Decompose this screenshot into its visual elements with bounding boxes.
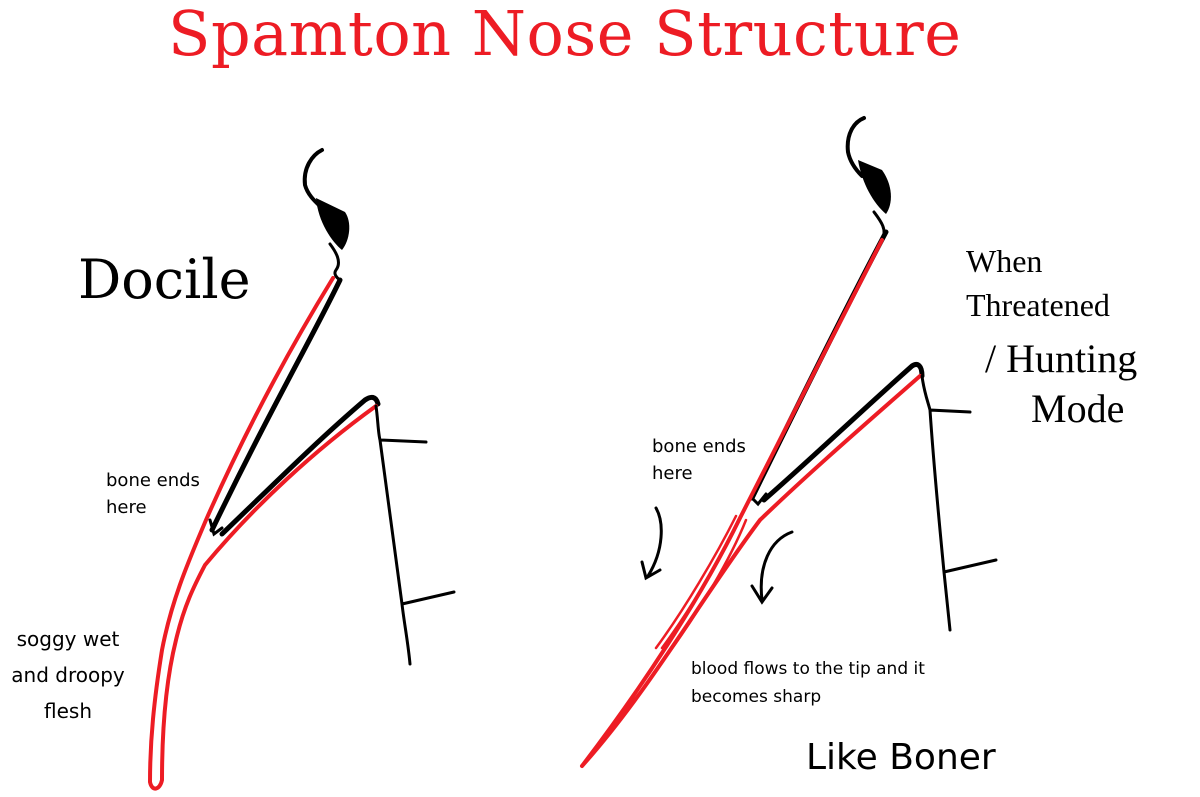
flesh-note-line2: and droopy <box>11 663 125 687</box>
flesh-note-line3: flesh <box>44 699 92 723</box>
hunting-flesh-outline <box>580 238 922 768</box>
left-bone-note: bone ends here <box>106 467 200 521</box>
docile-flesh-outline <box>148 276 378 791</box>
docile-bone-tip-notch <box>208 518 224 537</box>
hunting-flesh-inner-lines <box>654 514 748 656</box>
blood-note-line2: becomes sharp <box>691 687 822 707</box>
right-bone-note-line1: bone ends <box>652 436 746 457</box>
hunting-bone-lower-line <box>761 362 925 503</box>
flesh-note-line1: soggy wet <box>16 627 120 651</box>
hunting-face-lines <box>920 374 998 632</box>
docile-label: Docile <box>78 248 251 311</box>
blood-note-line1: blood flows to the tip and it <box>691 659 925 679</box>
hunting-eye-shape <box>858 160 891 214</box>
comparison-note: Like Boner <box>806 737 996 778</box>
right-bone-note: bone ends here <box>652 433 746 487</box>
left-bone-note-line2: here <box>106 497 147 518</box>
docile-face-lines <box>374 404 456 666</box>
hunting-label-line2: Threatened <box>966 287 1110 323</box>
docile-nose-figure <box>148 148 456 791</box>
hunting-bone-tip-notch <box>750 492 768 507</box>
diagram-title: Spamton Nose Structure <box>168 0 962 70</box>
docile-eye-shape <box>316 198 350 250</box>
hunting-label-line3: / Hunting <box>985 336 1138 381</box>
docile-bone-upper-line <box>209 277 343 533</box>
flesh-note: soggy wet and droopy flesh <box>2 621 134 729</box>
right-bone-note-line2: here <box>652 463 693 484</box>
left-bone-note-line1: bone ends <box>106 470 200 491</box>
docile-forehead-line <box>302 148 324 210</box>
hunting-nose-figure <box>580 116 998 768</box>
hunting-label-line1: When <box>966 243 1043 279</box>
blood-arrow-icon <box>750 530 794 605</box>
hunting-label-line4: Mode <box>1031 386 1125 431</box>
blood-note: blood flows to the tip and it becomes sh… <box>691 655 925 711</box>
bone-arrow-icon <box>640 506 663 581</box>
hunting-forehead-line <box>845 116 866 178</box>
docile-bridge-connector <box>328 242 342 282</box>
docile-bone-lower-line <box>219 394 381 537</box>
